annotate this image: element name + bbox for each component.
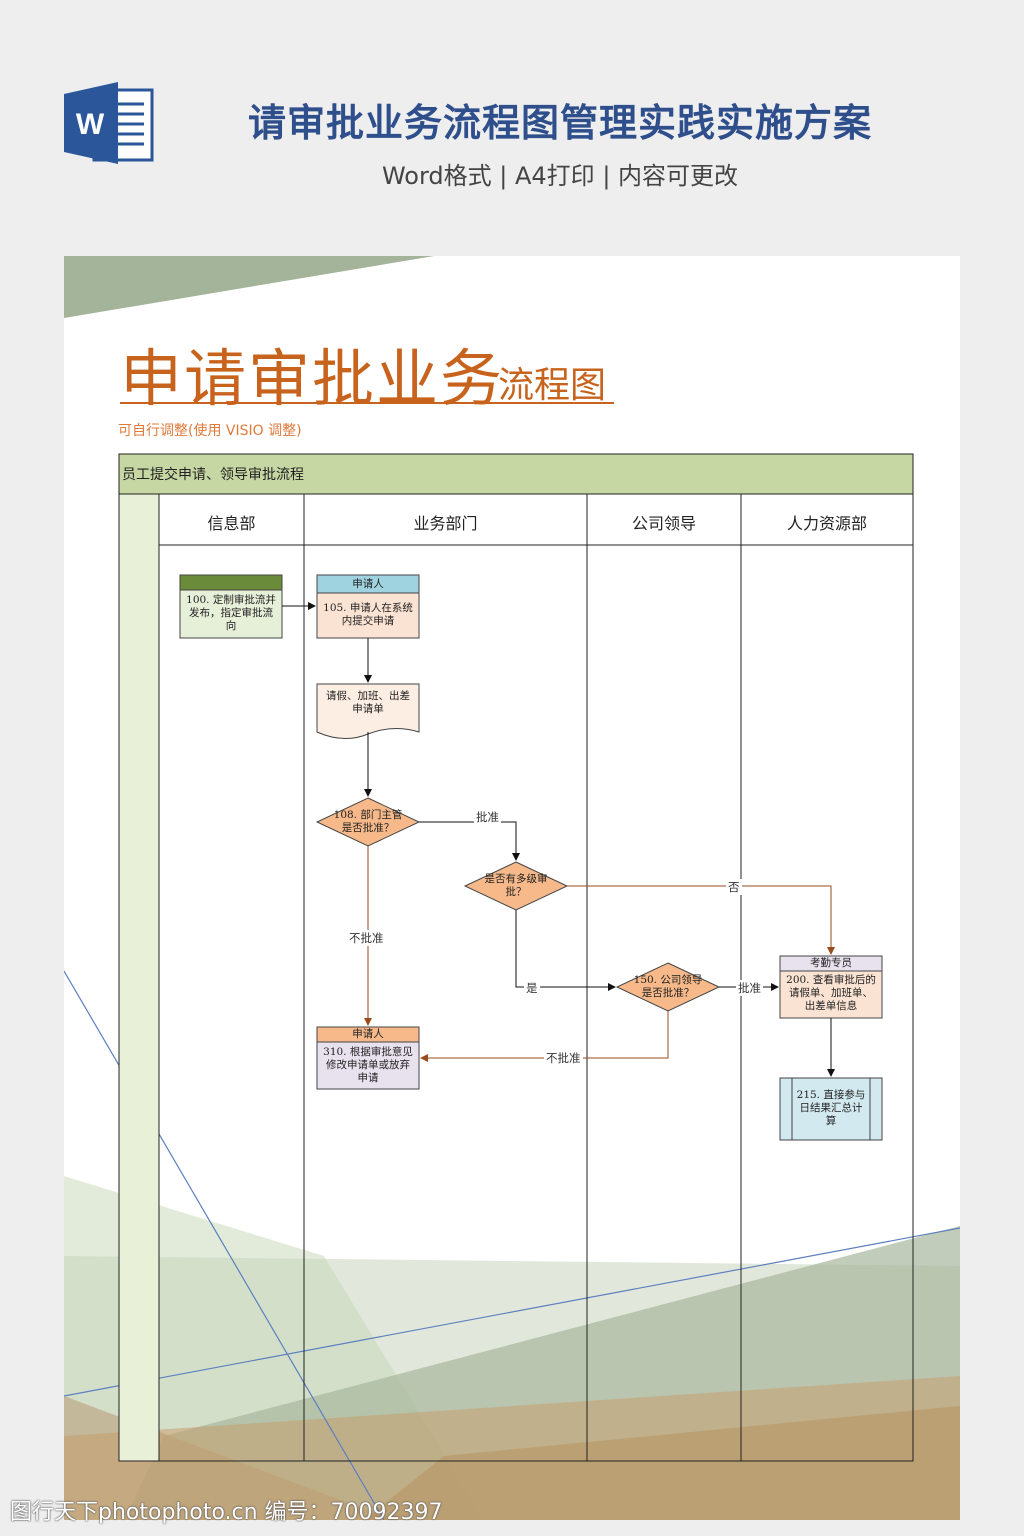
decision-multi-line-1: 是否有多级审 bbox=[484, 873, 548, 885]
node-105-line-1: 105. 申请人在系统 bbox=[323, 602, 413, 614]
edge-label-no: 否 bbox=[726, 879, 742, 895]
process-200 bbox=[779, 955, 883, 1019]
document-sheet: 申请审批业务 流程图 可自行调整(使用 VISIO 调整) bbox=[64, 256, 960, 1520]
node-310-line-1: 310. 根据审批意见 bbox=[323, 1046, 413, 1058]
adjust-note: 可自行调整(使用 VISIO 调整) bbox=[118, 423, 302, 439]
node-100-line-2: 发布，指定审批流 bbox=[189, 607, 273, 619]
edge-multi-200 bbox=[567, 885, 835, 955]
swimlane-title-bar bbox=[118, 453, 914, 495]
lane-leadership: 公司领导 bbox=[631, 514, 696, 533]
edge-label-reject-2: 不批准 bbox=[544, 1050, 583, 1066]
lane-hr: 人力资源部 bbox=[786, 514, 867, 533]
lane-business: 业务部门 bbox=[413, 514, 478, 533]
flowchart bbox=[118, 453, 914, 1462]
node-215-line-3: 算 bbox=[825, 1115, 837, 1127]
decision-150-text: 150. 公司领导 是否批准？ bbox=[626, 974, 710, 1000]
edge-multi-150 bbox=[515, 910, 616, 991]
process-310 bbox=[316, 1026, 420, 1090]
form-line-2: 申请单 bbox=[352, 703, 384, 715]
node-310-line-3: 申请 bbox=[357, 1072, 379, 1084]
lane-info: 信息部 bbox=[207, 514, 256, 533]
node-105-line-2: 内提交申请 bbox=[341, 615, 395, 627]
decision-108-line-1: 108. 部门主管 bbox=[333, 809, 403, 821]
node-100-line-1: 100. 定制审批流并 bbox=[186, 594, 276, 606]
page-subtitle: Word格式 | A4打印 | 内容可更改 bbox=[381, 162, 739, 190]
decision-multi-line-2: 批？ bbox=[505, 886, 527, 898]
node-200-line-3: 出差单信息 bbox=[804, 1000, 858, 1012]
edge-label-approve-2: 批准 bbox=[736, 980, 763, 996]
title-underline bbox=[120, 402, 614, 404]
node-105-header: 申请人 bbox=[352, 578, 384, 590]
node-200-header: 考勤专员 bbox=[810, 957, 852, 969]
decision-108-line-2: 是否批准？ bbox=[341, 822, 395, 834]
node-200-line-1: 200. 查看审批后的 bbox=[786, 974, 876, 986]
edge-label-approve-1: 批准 bbox=[474, 809, 501, 825]
page-header: W 请审批业务流程图管理实践实施方案 Word格式 | A4打印 | 内容可更改 bbox=[0, 0, 1024, 255]
edge-label-yes: 是 bbox=[524, 980, 540, 996]
process-100 bbox=[179, 574, 283, 639]
word-icon: W bbox=[64, 82, 154, 164]
background-decoration bbox=[64, 256, 960, 1520]
page-title: 请审批业务流程图管理实践实施方案 bbox=[247, 101, 872, 145]
edge-150-310 bbox=[420, 1011, 669, 1062]
decision-108-text: 108. 部门主管 是否批准？ bbox=[326, 809, 410, 835]
node-105-text: 105. 申请人在系统 内提交申请 bbox=[317, 602, 419, 628]
watermark: 图行天下photophoto.cn 编号：70092397 bbox=[10, 1500, 443, 1525]
node-310-line-2: 修改申请单或放弃 bbox=[326, 1059, 410, 1071]
form-line-1: 请假、加班、出差 bbox=[326, 690, 410, 702]
form-text: 请假、加班、出差 申请单 bbox=[317, 690, 419, 716]
node-215-text: 215. 直接参与 日结果汇总计 算 bbox=[792, 1089, 870, 1128]
node-310-header: 申请人 bbox=[352, 1028, 384, 1040]
edge-108-multi bbox=[419, 821, 520, 861]
swimlane-side-strip bbox=[118, 493, 160, 1462]
node-200-line-2: 请假单、加班单、 bbox=[789, 987, 873, 999]
svg-text:W: W bbox=[76, 108, 105, 141]
node-215-line-1: 215. 直接参与 bbox=[796, 1089, 866, 1101]
document-title-suffix: 流程图 bbox=[498, 365, 607, 406]
swimlane-title: 员工提交申请、领导审批流程 bbox=[122, 467, 304, 483]
node-100-text: 100. 定制审批流并 发布，指定审批流 向 bbox=[180, 594, 282, 633]
edge-label-reject-1: 不批准 bbox=[347, 930, 386, 946]
node-100-line-3: 向 bbox=[225, 620, 237, 632]
decision-150-line-1: 150. 公司领导 bbox=[633, 974, 703, 986]
process-215 bbox=[779, 1077, 883, 1141]
decision-multi-text: 是否有多级审 批？ bbox=[474, 873, 558, 899]
node-310-text: 310. 根据审批意见 修改申请单或放弃 申请 bbox=[317, 1046, 419, 1085]
process-105 bbox=[316, 574, 420, 639]
node-215-line-2: 日结果汇总计 bbox=[799, 1102, 863, 1114]
decision-150-line-2: 是否批准？ bbox=[641, 987, 695, 999]
node-200-text: 200. 查看审批后的 请假单、加班单、 出差单信息 bbox=[780, 974, 882, 1013]
